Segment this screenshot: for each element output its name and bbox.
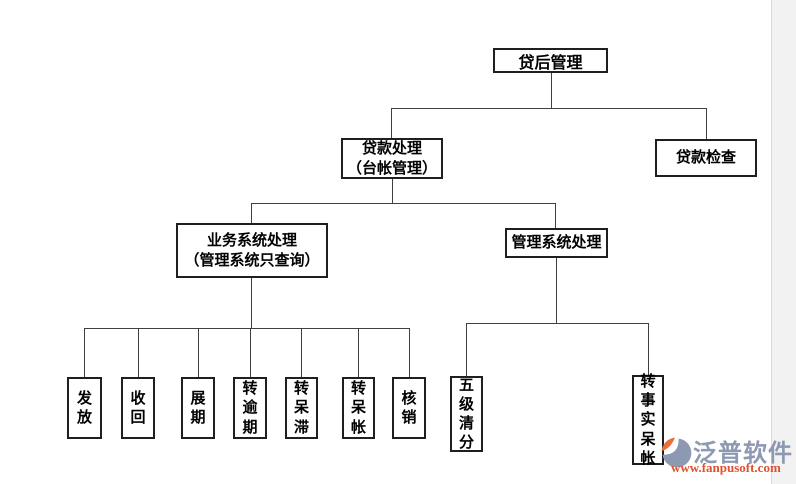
node-loan-processing: 贷款处理 （台帐管理） [341,138,443,179]
connector-line [392,178,393,203]
node-leaf-to-actual-bad-debt: 转事实呆帐 [632,373,664,467]
connector-line [409,328,410,377]
connector-line [251,278,252,328]
node-label: 贷后管理 [518,54,583,72]
node-management-system-processing: 管理系统处理 [505,228,608,258]
node-label: 发放 [77,389,93,426]
node-leaf-write-off: 核销 [392,377,426,439]
fanpu-logo-icon [661,437,692,468]
node-label: 展期 [190,389,206,426]
node-label: 业务系统处理 [206,231,297,249]
fanpu-watermark: 泛普软件 www.fanpusoft.com [658,433,796,481]
connector-line [466,323,648,324]
node-leaf-issue: 发放 [67,377,102,439]
watermark-url-text: www.fanpusoft.com [671,460,781,475]
node-post-loan-management: 贷后管理 [493,48,608,73]
node-label: 五级清分 [459,376,475,452]
node-label: 贷款处理 [361,139,422,157]
watermark-brand-text: 泛普软件 [693,440,793,467]
node-leaf-to-overdue: 转逾期 [233,377,267,439]
node-label: 转逾期 [242,380,258,436]
connector-line [251,203,252,223]
connector-line [391,108,707,109]
node-label: 管理系统处理 [511,234,602,251]
connector-line [84,328,410,329]
node-label: （台帐管理） [346,159,437,177]
node-leaf-to-sluggish: 转呆滞 [285,377,318,439]
page-edge-strip [771,0,796,484]
connector-line [138,328,139,377]
connector-line [551,72,552,108]
connector-line [556,258,557,323]
node-label: 转呆帐 [351,380,367,436]
node-label: 转事实呆帐 [640,373,656,467]
node-leaf-to-bad-debt: 转呆帐 [342,377,375,439]
connector-line [706,108,707,139]
node-label: 核销 [401,389,417,426]
node-label: 收回 [130,389,146,426]
node-leaf-extension: 展期 [181,377,215,439]
connector-line [301,328,302,377]
node-label: （管理系统只查询） [184,251,320,269]
node-leaf-five-level-classification: 五级清分 [450,376,483,452]
node-business-system-processing: 业务系统处理 （管理系统只查询） [176,223,328,278]
connector-line [648,323,649,375]
connector-line [555,203,556,228]
connector-line [198,328,199,377]
connector-line [250,328,251,377]
connector-line [358,328,359,377]
connector-line [84,328,85,377]
connector-line [251,203,556,204]
node-leaf-recover: 收回 [121,377,155,439]
node-label: 转呆滞 [294,380,310,436]
connector-line [391,108,392,138]
node-label: 贷款检查 [675,149,736,166]
connector-line [466,323,467,376]
node-loan-inspection: 贷款检查 [655,139,757,177]
